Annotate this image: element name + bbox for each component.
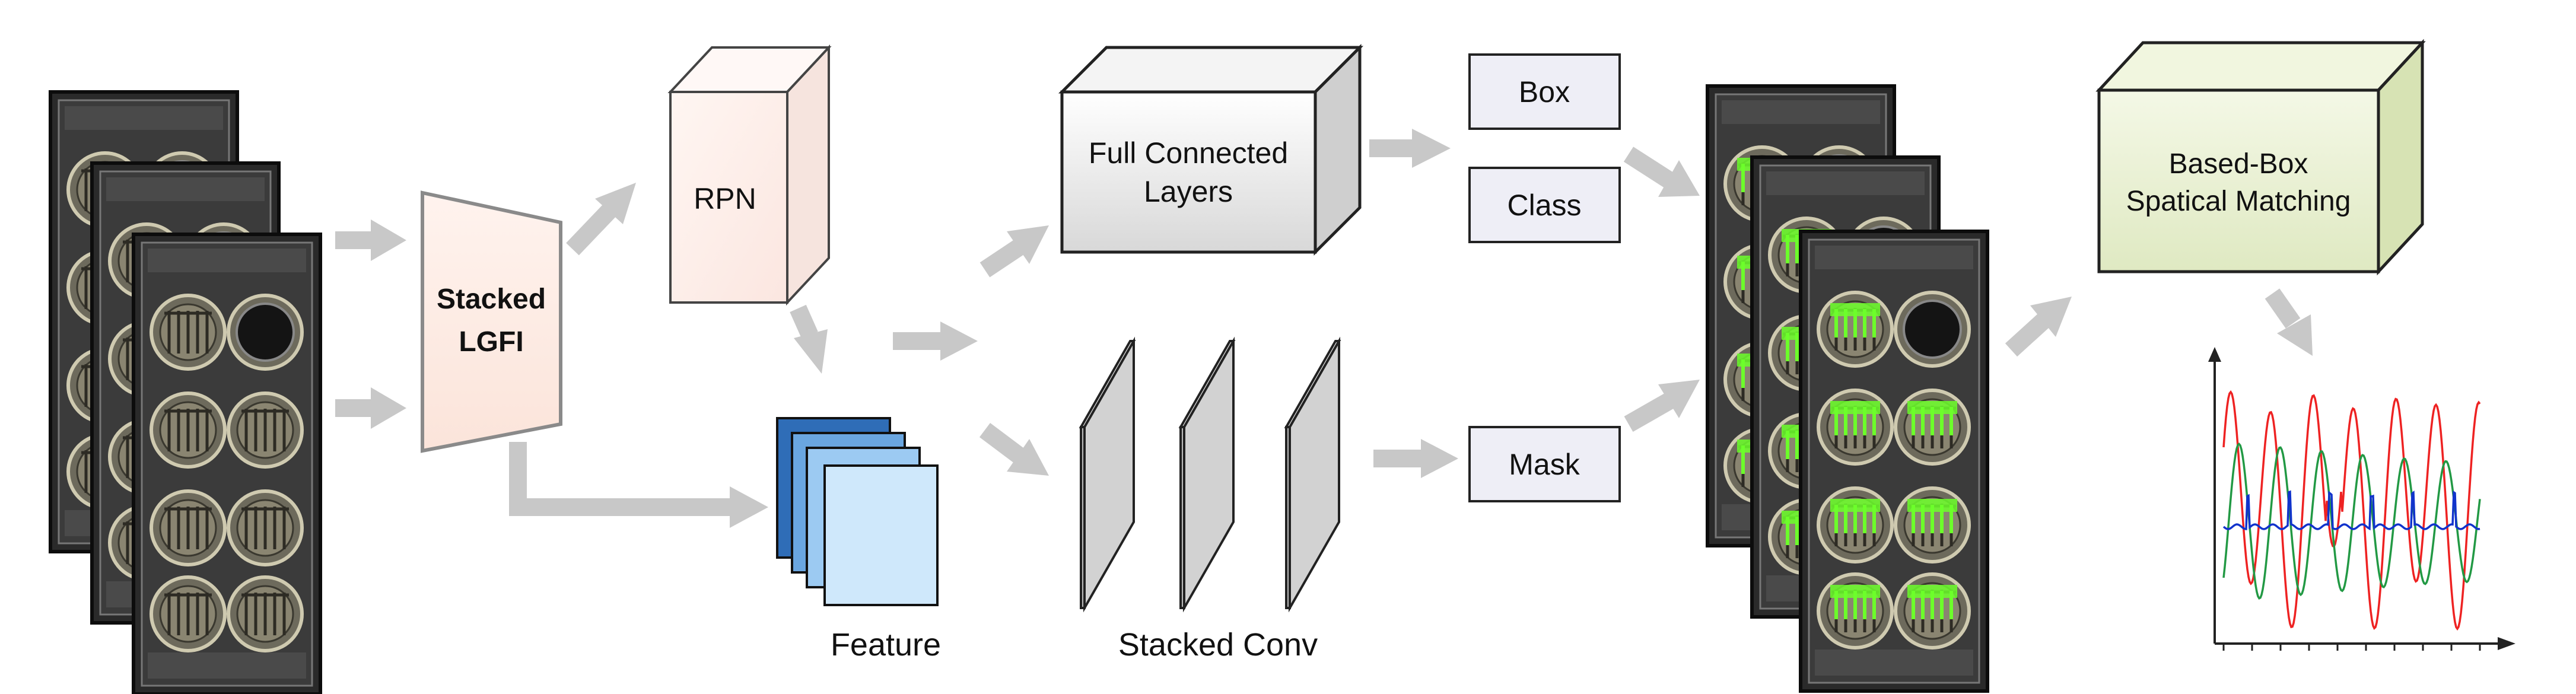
arrow <box>790 304 828 374</box>
arrow <box>2005 297 2072 357</box>
signal-green-line <box>2222 442 2481 600</box>
spatial-matching-block: Based-Box Spatical Matching <box>2095 39 2426 276</box>
arrow <box>1623 147 1700 197</box>
conv-layer <box>1178 336 1236 613</box>
stacked-lgfi-label-line1: Stacked <box>437 284 546 315</box>
class-label: Class <box>1507 189 1581 222</box>
detection-plate-stack <box>1706 84 1989 693</box>
arrow <box>566 183 636 256</box>
arrow <box>335 387 406 429</box>
mask-head: Mask <box>1468 426 1621 502</box>
waveform-plot-icon <box>2208 347 2515 651</box>
plot-x-arrowhead <box>2498 637 2515 650</box>
stacked-conv-layers <box>1079 336 1341 613</box>
stacked-lgfi-label-line2: LGFI <box>459 326 523 358</box>
arrow <box>2265 288 2313 356</box>
fc-label-line1: Full Connected <box>1089 136 1288 170</box>
signal-blue-line <box>2222 490 2480 531</box>
rpn-block: RPN <box>667 44 832 306</box>
feature-label: Feature <box>831 627 941 663</box>
full-connected-layers-block: Full Connected Layers <box>1058 43 1364 256</box>
matching-label-line1: Based-Box <box>2169 148 2308 180</box>
input-plate-stack <box>49 90 322 694</box>
class-head: Class <box>1468 167 1621 243</box>
matching-label-line2: Spatical Matching <box>2126 186 2351 217</box>
stacked-conv-label: Stacked Conv <box>1118 627 1318 663</box>
conv-layer <box>1079 336 1136 613</box>
feature-map-stack <box>776 417 939 606</box>
arrow <box>893 321 978 361</box>
arrow <box>1369 129 1451 168</box>
stacked-lgfi-block: Stacked LGFI <box>421 190 562 453</box>
well-plate-detection-image <box>1799 230 1989 693</box>
box-label: Box <box>1519 75 1570 109</box>
well-plate-image <box>132 233 322 694</box>
plot-y-arrowhead <box>2208 347 2221 362</box>
arrow <box>979 225 1049 278</box>
box-head: Box <box>1468 53 1621 130</box>
arrow <box>335 219 406 261</box>
arrow <box>979 423 1049 476</box>
signal-red-line <box>2222 390 2481 631</box>
rpn-label: RPN <box>694 182 756 215</box>
arrow <box>509 442 768 528</box>
conv-layer <box>1284 336 1341 613</box>
plot-x-ticks <box>2222 644 2481 651</box>
arrow <box>1624 380 1700 432</box>
mask-label: Mask <box>1509 448 1580 481</box>
fc-label-line2: Layers <box>1144 175 1233 208</box>
arrow <box>1373 439 1458 478</box>
